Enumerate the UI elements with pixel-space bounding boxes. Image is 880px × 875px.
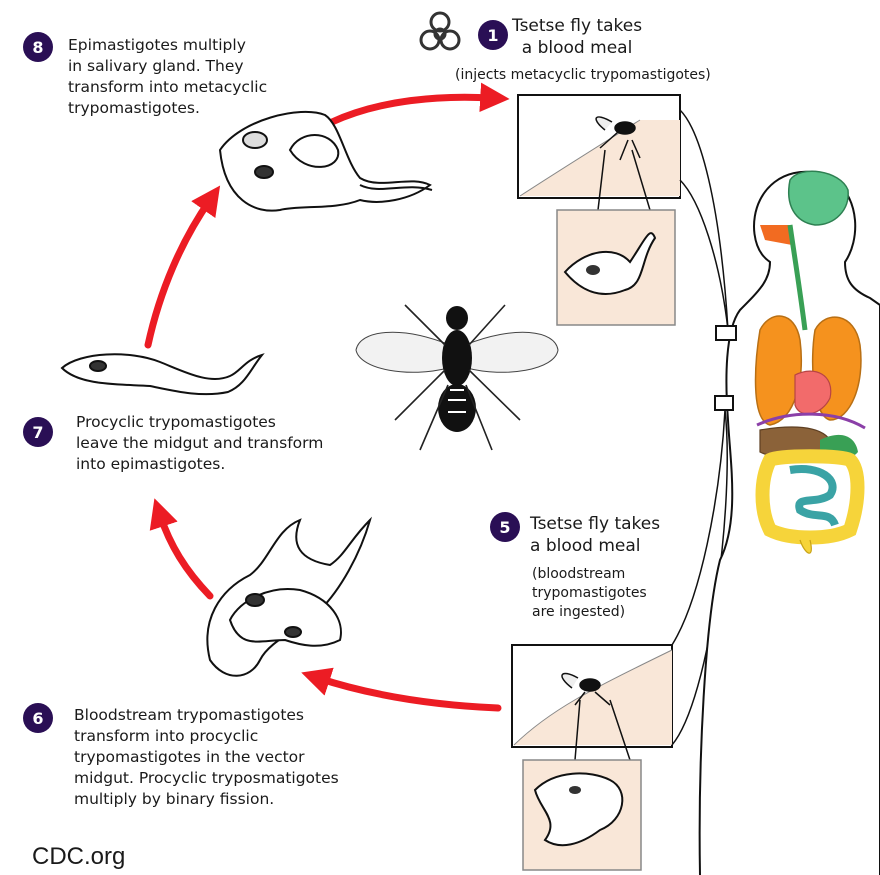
step-6-badge: 6	[23, 703, 53, 733]
step-8-text: Epimastigotes multiply in salivary gland…	[68, 35, 267, 119]
human-body	[700, 171, 880, 875]
arrow-step5-to-step6	[318, 678, 498, 708]
metacyclic-inset-step1	[557, 210, 675, 325]
arrow-step8-to-step1	[332, 97, 492, 122]
bite-inset-step5	[512, 645, 672, 760]
step-8-line4: trypomastigotes.	[68, 98, 267, 119]
step-8-line2: in salivary gland. They	[68, 56, 267, 77]
epimastigote-step8	[220, 112, 432, 211]
step-6-line4: midgut. Procyclic tryposmatigotes	[74, 768, 339, 789]
step-6-text: Bloodstream trypomastigotes transform in…	[74, 705, 339, 810]
step-6-line5: multiply by binary fission.	[74, 789, 339, 810]
step-5-note: (bloodstream trypomastigotes are ingeste…	[532, 565, 647, 622]
step-5-title: Tsetse fly takes a blood meal	[530, 513, 660, 557]
biohazard-icon	[421, 13, 459, 49]
procyclic-trypomastigote-step7	[62, 354, 262, 394]
step-8-line1: Epimastigotes multiply	[68, 35, 267, 56]
step-1-badge: 1	[478, 20, 508, 50]
step-7-line3: into epimastigotes.	[76, 454, 323, 475]
step-1-note: (injects metacyclic trypomastigotes)	[455, 66, 711, 85]
step-6-line1: Bloodstream trypomastigotes	[74, 705, 339, 726]
step-5-title-line1: Tsetse fly takes	[530, 513, 660, 535]
step-7-line1: Procyclic trypomastigotes	[76, 412, 323, 433]
step-1-title-line2: a blood meal	[512, 37, 642, 59]
step-6-line2: transform into procyclic	[74, 726, 339, 747]
step-5-note-line1: (bloodstream	[532, 565, 647, 584]
step-5-note-line2: trypomastigotes	[532, 584, 647, 603]
step-7-text: Procyclic trypomastigotes leave the midg…	[76, 412, 323, 475]
step-6-line3: trypomastigotes in the vector	[74, 747, 339, 768]
step-8-line3: transform into metacyclic	[68, 77, 267, 98]
credit-text: CDC.org	[32, 843, 125, 871]
step-7-line2: leave the midgut and transform	[76, 433, 323, 454]
step-5-title-line2: a blood meal	[530, 535, 660, 557]
step-5-badge: 5	[490, 512, 520, 542]
step-1-title: Tsetse fly takes a blood meal	[512, 15, 642, 59]
step-1-title-line1: Tsetse fly takes	[512, 15, 642, 37]
bite-inset-step1	[518, 95, 680, 210]
bloodstream-inset-step5	[523, 760, 641, 870]
arrow-step7-to-step8	[148, 200, 210, 345]
step-8-badge: 8	[23, 32, 53, 62]
tsetse-fly-central	[356, 305, 558, 450]
step-5-note-line3: are ingested)	[532, 603, 647, 622]
step-7-badge: 7	[23, 417, 53, 447]
trypomastigotes-step6	[207, 520, 370, 676]
arrow-step6-to-step7	[160, 515, 210, 596]
